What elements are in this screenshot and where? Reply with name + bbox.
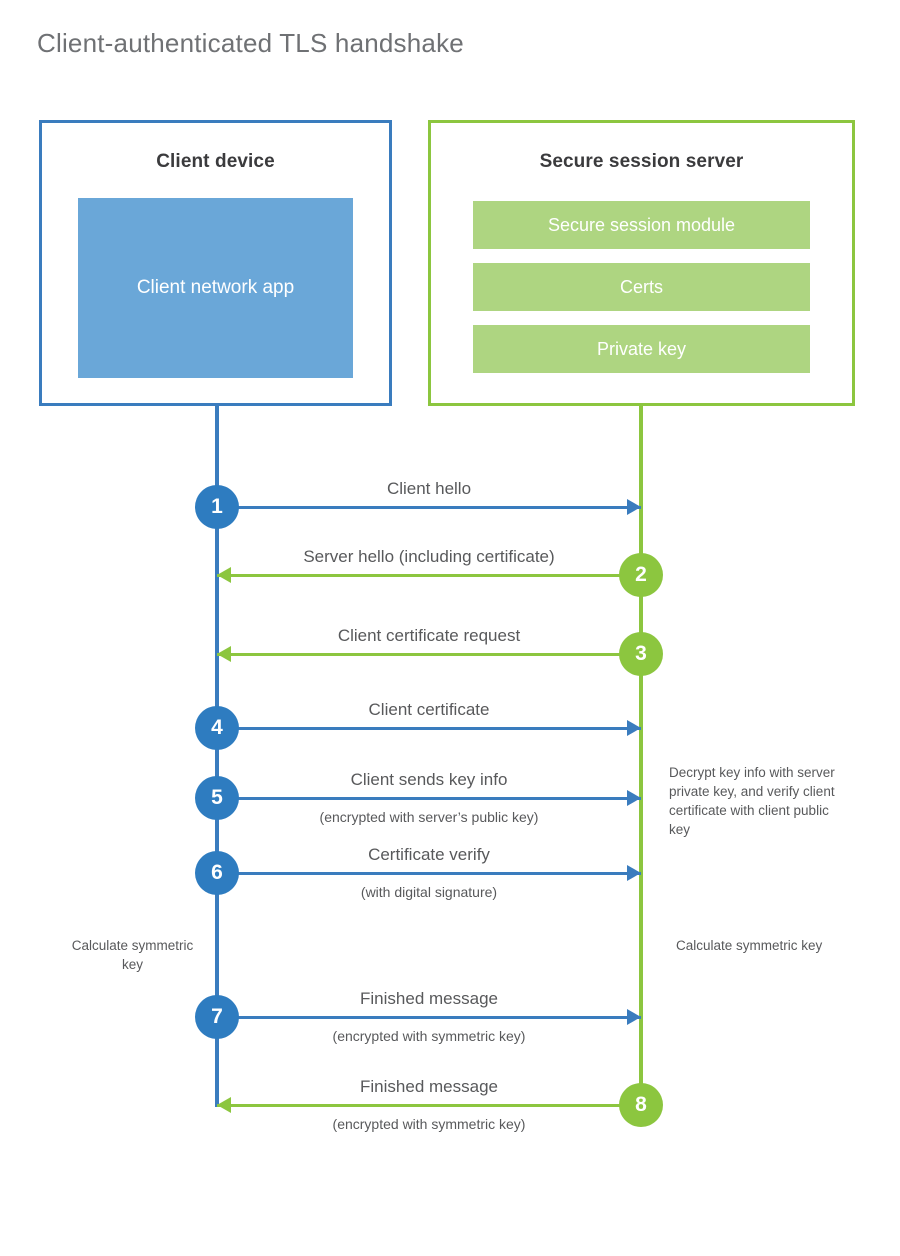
server-block-private-key: Private key [473,325,810,373]
step-circle-6[interactable]: 6 [195,851,239,895]
secure-session-server-title: Secure session server [539,151,744,172]
message-label-4: Client certificate [368,700,490,719]
message-label-8: Finished message [360,1077,498,1096]
message-arrow-shaft [217,653,641,656]
server-decrypt-note: Decrypt key info with server private key… [669,765,835,838]
message-label-2: Server hello (including certificate) [303,547,555,566]
message-arrow-head [217,1097,231,1113]
message-arrow-head [217,567,231,583]
step-circle-5[interactable]: 5 [195,776,239,820]
message-label-1: Client hello [386,479,472,498]
server-block-certs: Certs [473,263,810,311]
message-arrow-shaft [217,574,641,577]
message-arrow-head [627,720,641,736]
message-arrow-head [217,646,231,662]
step-circle-2[interactable]: 2 [619,553,663,597]
secure-session-server-box: Secure session server Secure session mod… [428,120,855,406]
client-calculate-symmetric-key-note: Calculate symmetric key [71,938,194,973]
message-arrow-shaft [217,872,641,875]
message-arrow-shaft [217,797,641,800]
step-circle-4[interactable]: 4 [195,706,239,750]
message-sublabel-7: (encrypted with symmetric key) [332,1028,526,1044]
page-title: Client-authenticated TLS handshake [37,28,464,58]
message-arrow-shaft [217,506,641,509]
step-circle-1[interactable]: 1 [195,485,239,529]
server-calculate-symmetric-key-note: Calculate symmetric key [676,938,823,953]
step-circle-7[interactable]: 7 [195,995,239,1039]
message-arrow-shaft [217,1016,641,1019]
step-circle-8[interactable]: 8 [619,1083,663,1127]
message-label-6: Certificate verify [368,845,490,864]
client-network-app-block: Client network app [78,198,353,378]
message-sublabel-5: (encrypted with server’s public key) [319,809,539,825]
message-arrow-head [627,790,641,806]
client-lifeline [215,404,219,1107]
step-circle-3[interactable]: 3 [619,632,663,676]
client-device-title: Client device [156,151,275,172]
message-arrow-shaft [217,1104,641,1107]
server-lifeline [639,404,643,1107]
server-block-secure-session-module: Secure session module [473,201,810,249]
message-arrow-shaft [217,727,641,730]
message-label-5: Client sends key info [350,770,508,789]
message-arrow-head [627,1009,641,1025]
client-device-box: Client device Client network app [39,120,392,406]
message-sublabel-6: (with digital signature) [360,884,498,900]
message-sublabel-8: (encrypted with symmetric key) [332,1116,526,1132]
message-arrow-head [627,865,641,881]
message-label-7: Finished message [360,989,498,1008]
message-label-3: Client certificate request [337,626,521,645]
message-arrow-head [627,499,641,515]
